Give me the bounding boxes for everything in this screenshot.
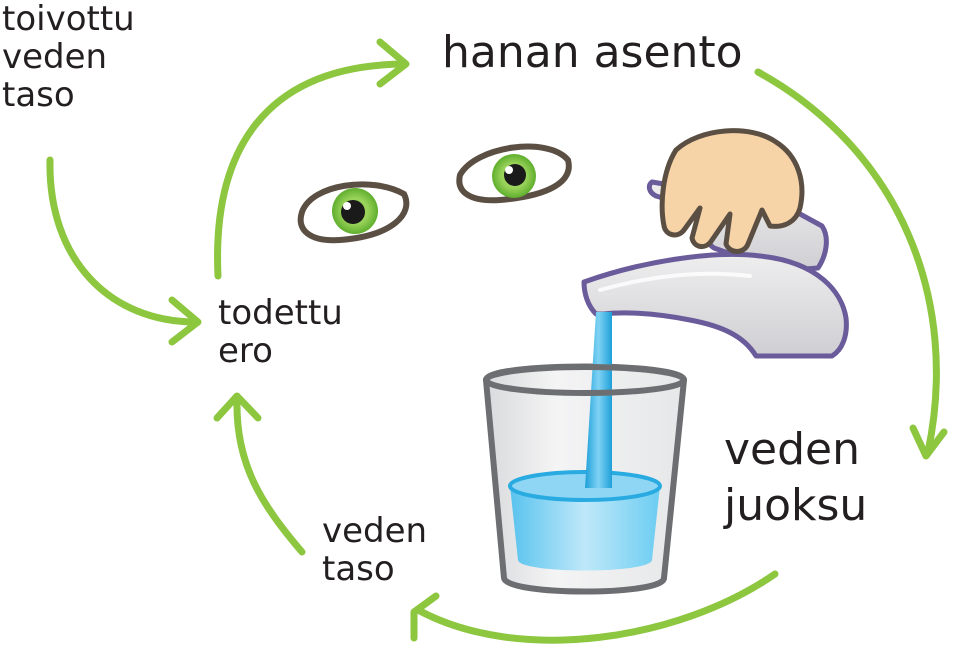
observed-difference-line-2: ero xyxy=(218,331,273,372)
arrowhead-level-to-difference xyxy=(213,392,262,422)
observed-difference-line-1: todettu xyxy=(218,293,343,333)
arrow-tap-to-flow xyxy=(754,68,940,456)
water-flow-line-2: juoksu xyxy=(724,479,868,531)
desired-water-level-label: toivottu veden taso xyxy=(2,0,135,114)
water-level-line-1: veden xyxy=(322,511,428,551)
faucet-body xyxy=(581,252,849,359)
water-stream xyxy=(585,312,612,488)
desired-level-line-1: toivottu xyxy=(2,0,135,39)
arrow-difference-to-tap xyxy=(214,60,409,280)
hand-icon xyxy=(659,128,805,254)
arrowhead-flow-to-level xyxy=(410,592,440,642)
arrow-level-to-difference xyxy=(233,398,306,556)
arrowhead-difference-to-tap xyxy=(376,38,410,88)
tap-position-label: hanan asento xyxy=(442,27,743,78)
arrowhead-tap-to-flow xyxy=(909,424,948,460)
desired-level-line-2: veden xyxy=(2,37,108,78)
water-body xyxy=(510,486,660,571)
arrow-desired-to-difference xyxy=(46,156,200,326)
water-surface xyxy=(508,470,662,502)
desired-level-line-3: taso xyxy=(2,75,75,116)
cycle-arrows xyxy=(46,38,948,644)
water-flow-label: veden juoksu xyxy=(724,422,867,534)
water-flow-line-1: veden xyxy=(724,424,860,475)
arrowhead-desired-to-difference xyxy=(168,296,202,346)
eyes-icon xyxy=(297,143,572,244)
faucet-spout-highlight xyxy=(598,271,752,292)
water-glass-icon xyxy=(483,312,687,595)
arrow-flow-to-level xyxy=(414,570,779,644)
water-level-line-2: taso xyxy=(322,549,395,590)
water-level-label: veden taso xyxy=(322,512,427,588)
tap-position-text: hanan asento xyxy=(442,27,743,78)
observed-difference-label: todettu ero xyxy=(218,294,343,370)
